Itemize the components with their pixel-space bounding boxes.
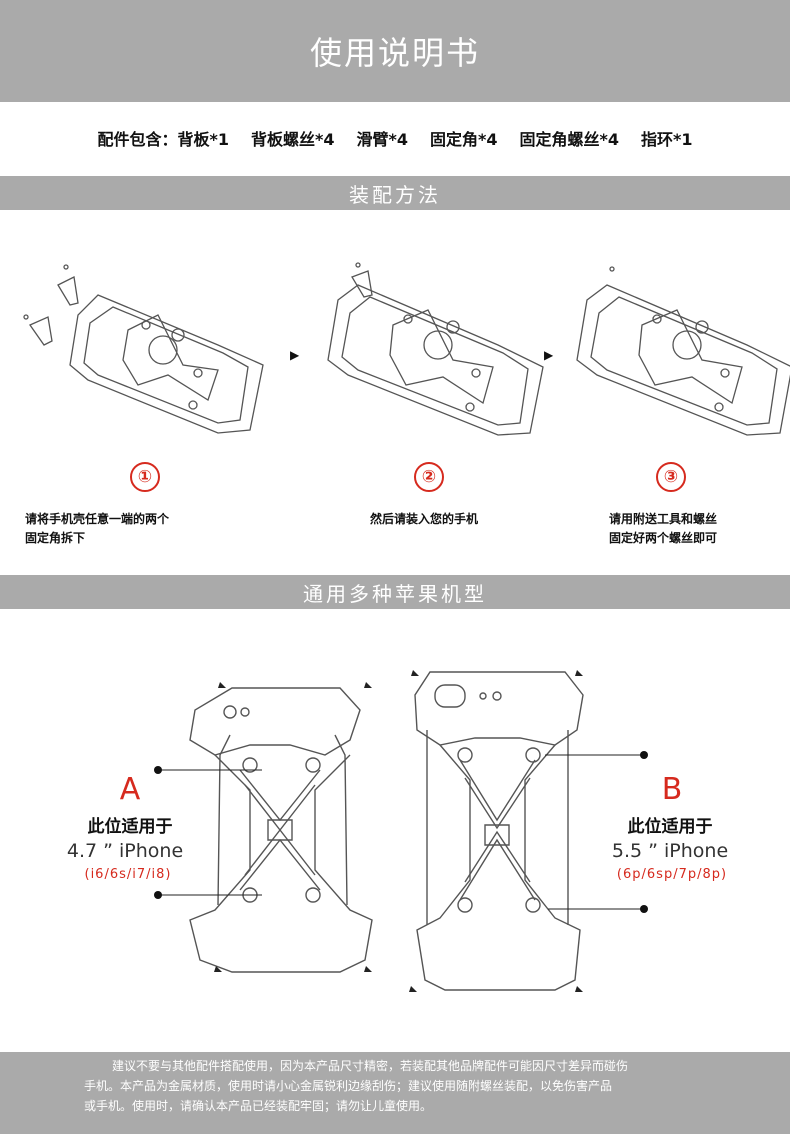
step-number: ①	[130, 462, 160, 492]
usage-note: 建议不要与其他配件搭配使用，因为本产品尺寸精密，若装配其他品牌配件可能因尺寸差异…	[0, 1052, 790, 1134]
model-a-list: (i6/6s/i7/i8)	[84, 867, 172, 882]
assembly-section-title: 装配方法	[0, 176, 790, 210]
step1-illustration	[23, 264, 264, 434]
step2-illustration	[327, 262, 544, 436]
case-a-illustration	[189, 682, 373, 973]
compat-section-title: 通用多种苹果机型	[0, 575, 790, 609]
accessory-item: 背板螺丝*4	[250, 130, 335, 149]
model-a-letter: A	[119, 772, 141, 807]
arrow-icon: ▶	[544, 348, 554, 362]
note-line: 建议不要与其他配件搭配使用，因为本产品尺寸精密，若装配其他品牌配件可能因尺寸差异…	[112, 1059, 629, 1073]
model-a-size: 4.7 ” iPhone	[66, 840, 184, 862]
accessory-item: 配件包含：背板*1	[97, 130, 229, 149]
step3-illustration	[576, 266, 790, 436]
accessory-item: 固定角螺丝*4	[519, 130, 620, 149]
step2-text: 然后请装入您的手机	[370, 512, 479, 526]
step-number: ③	[656, 462, 686, 492]
step3-text: 请用附送工具和螺丝 固定好两个螺丝即可	[609, 512, 718, 545]
step-number: ②	[414, 462, 444, 492]
case-b-illustration	[409, 670, 584, 992]
model-a-fit-label: 此位适用于	[87, 817, 173, 837]
model-b-fit-label: 此位适用于	[627, 817, 713, 837]
model-b-list: (6p/6sp/7p/8p)	[616, 867, 728, 882]
model-b-size: 5.5 ” iPhone	[611, 840, 729, 862]
note-line: 手机。本产品为金属材质，使用时请小心金属锐利边缘刮伤；建议使用随附螺丝装配，以免…	[84, 1079, 613, 1093]
model-b-letter: B	[661, 772, 683, 807]
page-title: 使用说明书	[0, 0, 790, 102]
step1-text: 请将手机壳任意一端的两个 固定角拆下	[25, 512, 170, 545]
arrow-icon: ▶	[290, 348, 300, 362]
accessory-item: 指环*1	[641, 130, 693, 149]
accessory-item: 固定角*4	[430, 130, 498, 149]
note-line: 或手机。使用时，请确认本产品已经装配牢固；请勿让儿童使用。	[84, 1099, 433, 1113]
accessory-item: 滑臂*4	[356, 130, 408, 149]
accessories-list: 配件包含：背板*1 背板螺丝*4 滑臂*4 固定角*4 固定角螺丝*4 指环*1	[0, 126, 790, 150]
